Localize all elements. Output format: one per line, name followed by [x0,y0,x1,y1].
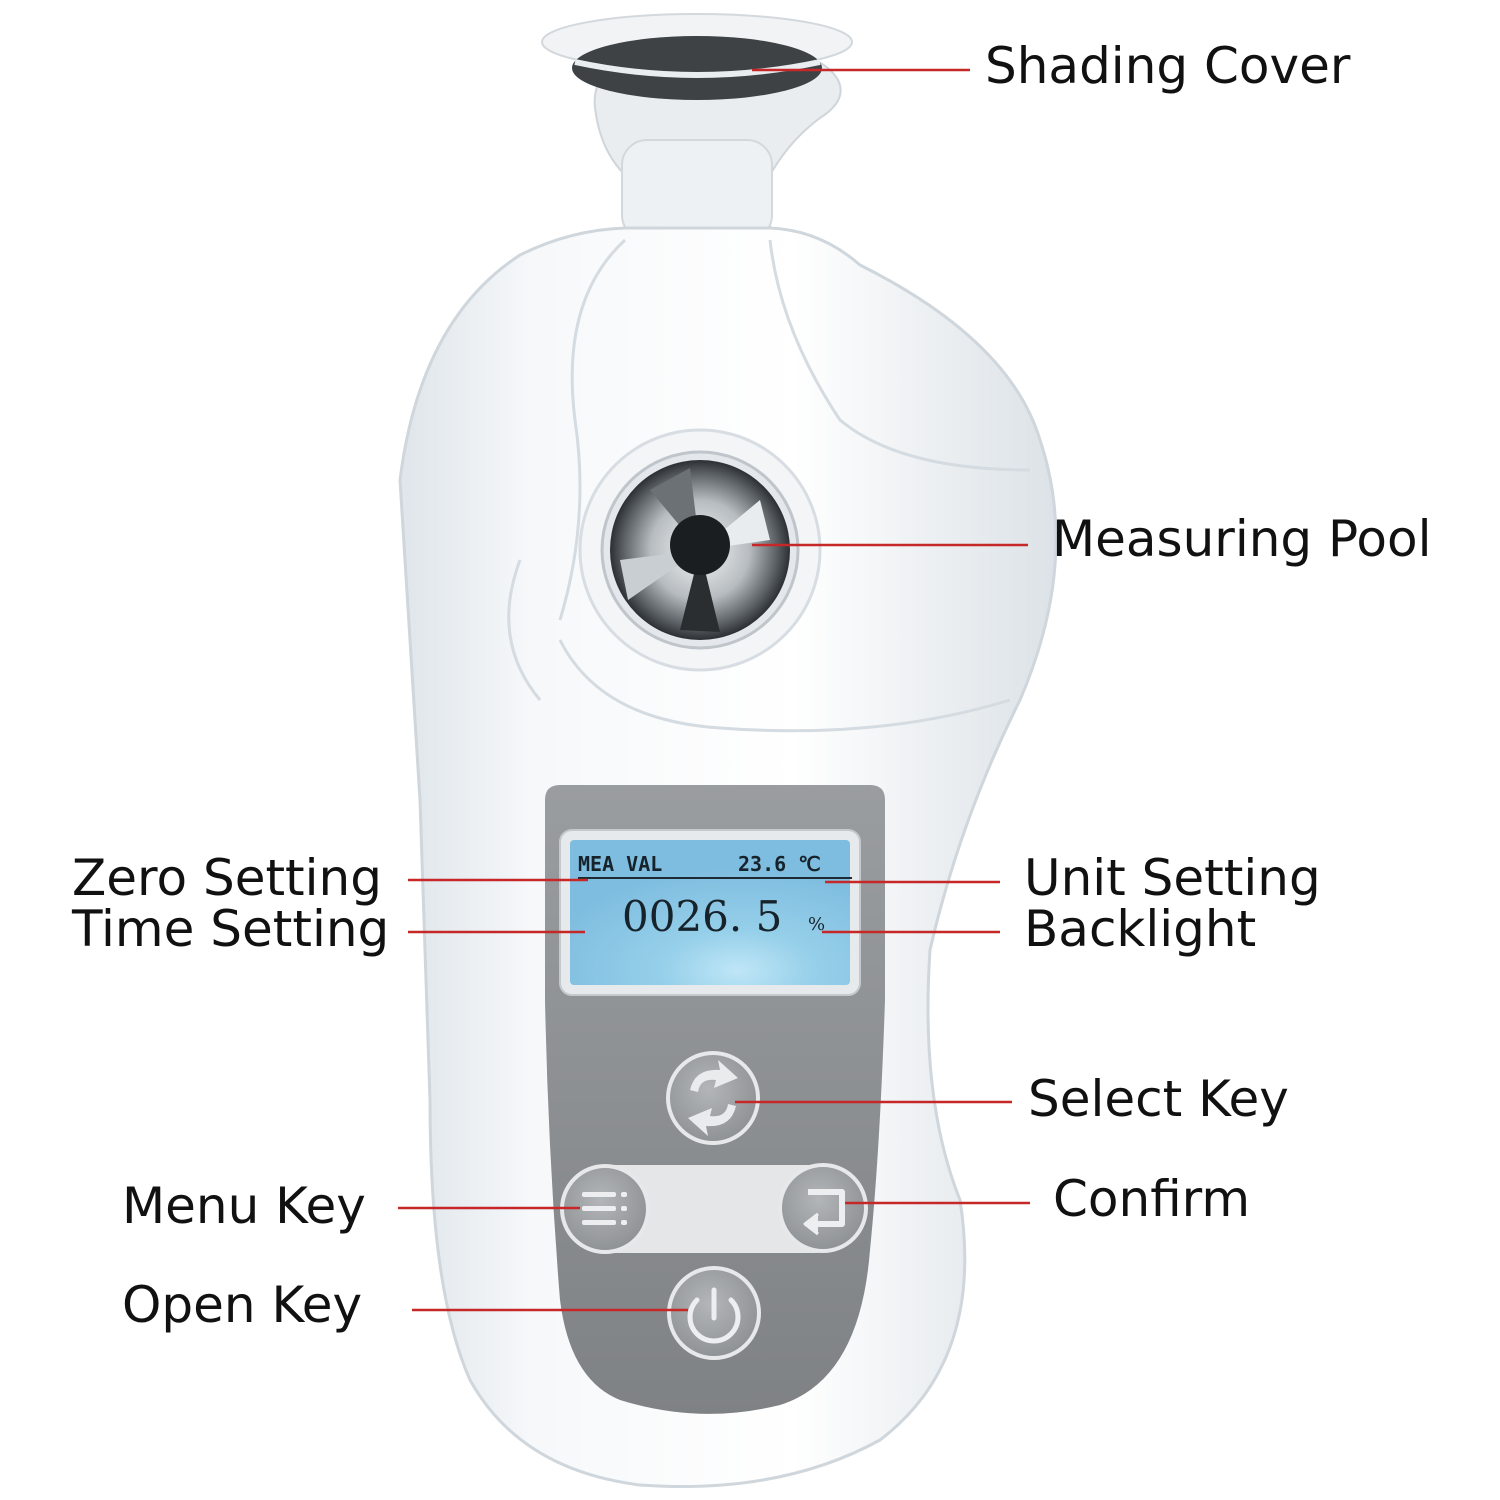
lcd-temperature: 23.6 ℃ [738,852,821,876]
lcd-reading: 0026. 5 [622,892,783,941]
open-key[interactable] [667,1266,761,1360]
select-key[interactable] [666,1051,760,1145]
label-measuring-pool: Measuring Pool [1052,510,1432,568]
callout-lines [398,68,1030,1312]
body-contours [507,238,1031,733]
label-zero-setting: Zero Setting [72,849,382,907]
measuring-pool [578,428,822,672]
confirm-key[interactable] [778,1163,868,1253]
lcd-mode-label: MEA VAL [578,852,663,876]
shading-cover [541,13,853,241]
label-backlight: Backlight [1024,900,1257,958]
enter-icon [803,1189,845,1236]
lcd-display [559,829,861,996]
lcd-unit: % [808,914,826,935]
label-unit-setting: Unit Setting [1024,849,1321,907]
label-select-key: Select Key [1028,1070,1289,1128]
label-confirm: Confirm [1053,1170,1251,1228]
label-time-setting: Time Setting [72,900,390,958]
power-icon [687,1287,741,1344]
menu-confirm-band [590,1165,840,1253]
label-open-key: Open Key [122,1276,363,1334]
refresh-icon [688,1060,738,1136]
label-shading-cover: Shading Cover [985,37,1351,95]
menu-list-icon [582,1192,627,1225]
label-menu-key: Menu Key [122,1177,366,1235]
